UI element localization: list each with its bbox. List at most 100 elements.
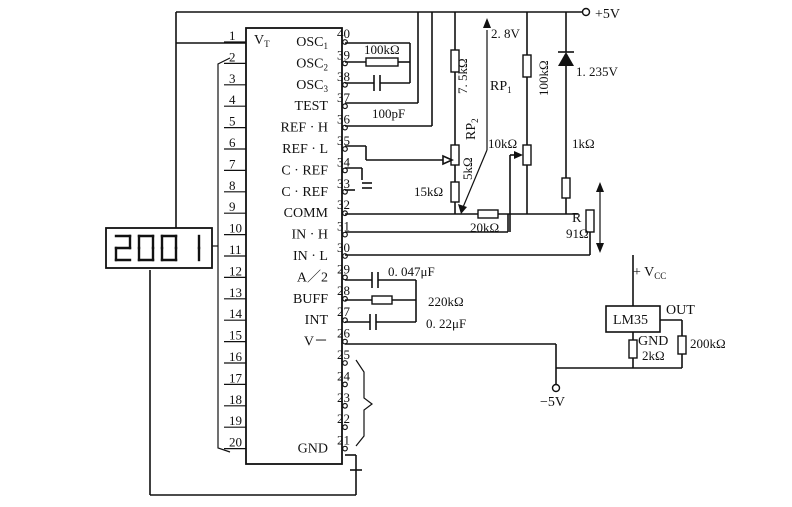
minus5v-label: −5V [540,395,565,410]
resistor-7k5-value: 7. 5kΩ [455,58,470,94]
resistor-100k [522,54,532,78]
capacitor-022-value: 0. 22μF [426,316,466,331]
ic-pin-number: 18 [229,392,242,407]
resistor-220k [371,295,393,305]
supply-rail-plus5v: +5V [175,7,620,232]
resistor-15k-value: 15kΩ [414,184,443,199]
lm35-sensor: + VCC LM35 OUT GND 200kΩ 2kΩ [556,255,726,369]
resistor-1k [561,177,571,199]
ic-pin-number: 19 [229,413,242,428]
ic-pin-label: REF · L [282,142,328,157]
ic-pin-label: A／2 [297,269,328,285]
ic-pin-number: 4 [229,92,236,107]
ic-pin-terminal [342,424,348,431]
minus5v-terminal [551,383,561,393]
ic-pin-number: 39 [337,47,350,62]
plus5v-terminal [581,7,591,17]
ic-pin-number: 16 [229,349,243,364]
resistor-20k [477,209,499,219]
ic-pin-number: 8 [229,178,236,193]
ic-pin-terminal [342,402,348,409]
cref-comm-wiring: 20kΩ [345,167,591,256]
ic-pin-number: 24 [337,368,351,383]
ic-pin-number: 37 [337,90,351,105]
ic-pin-number: 1 [229,28,236,43]
gnd-label: GND [638,334,668,349]
resistor-20k-value: 20kΩ [470,220,499,235]
resistor-2k [628,339,638,359]
ic-pin-number: 25 [337,347,350,362]
ic-pin-number: 13 [229,285,242,300]
resistor-200k [677,335,687,355]
ic-pin-number: 33 [337,176,350,191]
resistor-91-value: 91Ω [566,226,589,241]
osc-capacitor-value: 100pF [372,106,405,121]
ic-pin-label: BUFF [293,292,328,307]
resistor-15k [450,181,460,203]
ic-pin-number: 35 [337,133,350,148]
r-label: R [572,211,582,226]
v28-label: 2. 8V [491,26,521,41]
vcc-label: + VCC [633,265,666,281]
osc-resistor [365,57,399,67]
seven-segment-display [105,227,213,269]
resistor-220k-value: 220kΩ [428,294,464,309]
ic-pin-number: 30 [337,240,350,255]
ic-pin-number: 38 [337,69,350,84]
lm35-body [605,305,661,333]
resistor-91 [585,209,595,233]
ic-pin-label: V－ [304,335,328,350]
ic-pin-number: 11 [229,242,242,257]
v1235-label: 1. 235V [576,64,619,79]
ic-pin-number: 23 [337,390,350,405]
ic-pin-number: 5 [229,114,236,129]
ic-pin-number: 34 [337,154,351,169]
ic-pin-label: COMM [284,206,329,221]
rp1-label: RP1 [490,79,512,95]
ic-pin-number: 36 [337,112,351,127]
plus5v-label: +5V [595,7,620,22]
ic-pin-label: OSC1 [296,35,328,51]
ic-pin-terminal [342,445,348,452]
out-label: OUT [666,303,695,318]
ic-pin-number: 32 [337,197,350,212]
oscillator-network: 100kΩ 100pF [345,12,433,127]
ic-pin-number: 9 [229,199,236,214]
ic-pin-number: 2 [229,49,236,64]
ic-pin-terminal [342,360,348,366]
negative-supply: −5V [345,343,565,410]
ic-pin-number: 27 [337,304,351,319]
potentiometer-rp2 [450,144,460,166]
ic-pin-number: 29 [337,261,350,276]
ic-pin-label: OSC2 [296,56,328,72]
ic-pin-label: IN · H [291,228,328,243]
segment-bus [217,57,231,453]
ic-pin-number: 14 [229,306,243,321]
ic-pin-number: 26 [337,326,351,341]
ic-pin-label: VT [254,33,270,49]
ic-pin-number: 20 [229,435,242,450]
rp2-value: 5kΩ [460,157,475,180]
resistor-100k-value: 100kΩ [536,60,551,96]
ic-pin-number: 7 [229,156,236,171]
ic-pin-number: 28 [337,283,350,298]
integrator-network: 0. 047μF 220kΩ 0. 22μF [345,264,466,331]
ic-pin-label: C · REF [281,163,328,178]
ic-pin-label: REF · H [281,121,328,136]
ic-pin-label: IN · L [293,249,328,264]
ic-body [245,27,343,465]
lm35-label: LM35 [613,313,648,328]
resistor-200k-value: 200kΩ [690,336,726,351]
resistor-2k-value: 2kΩ [642,348,665,363]
bottom-wiring [149,270,373,496]
ic-pin-label: TEST [295,99,329,114]
ic-pin-number: 15 [229,328,242,343]
rp2-label: RP2 [464,118,480,140]
reference-divider: 7. 5kΩ 5kΩ RP2 15kΩ 2. 8V RP1 [345,12,521,214]
ic-pin-number: 6 [229,135,236,150]
display-digits [114,234,201,262]
